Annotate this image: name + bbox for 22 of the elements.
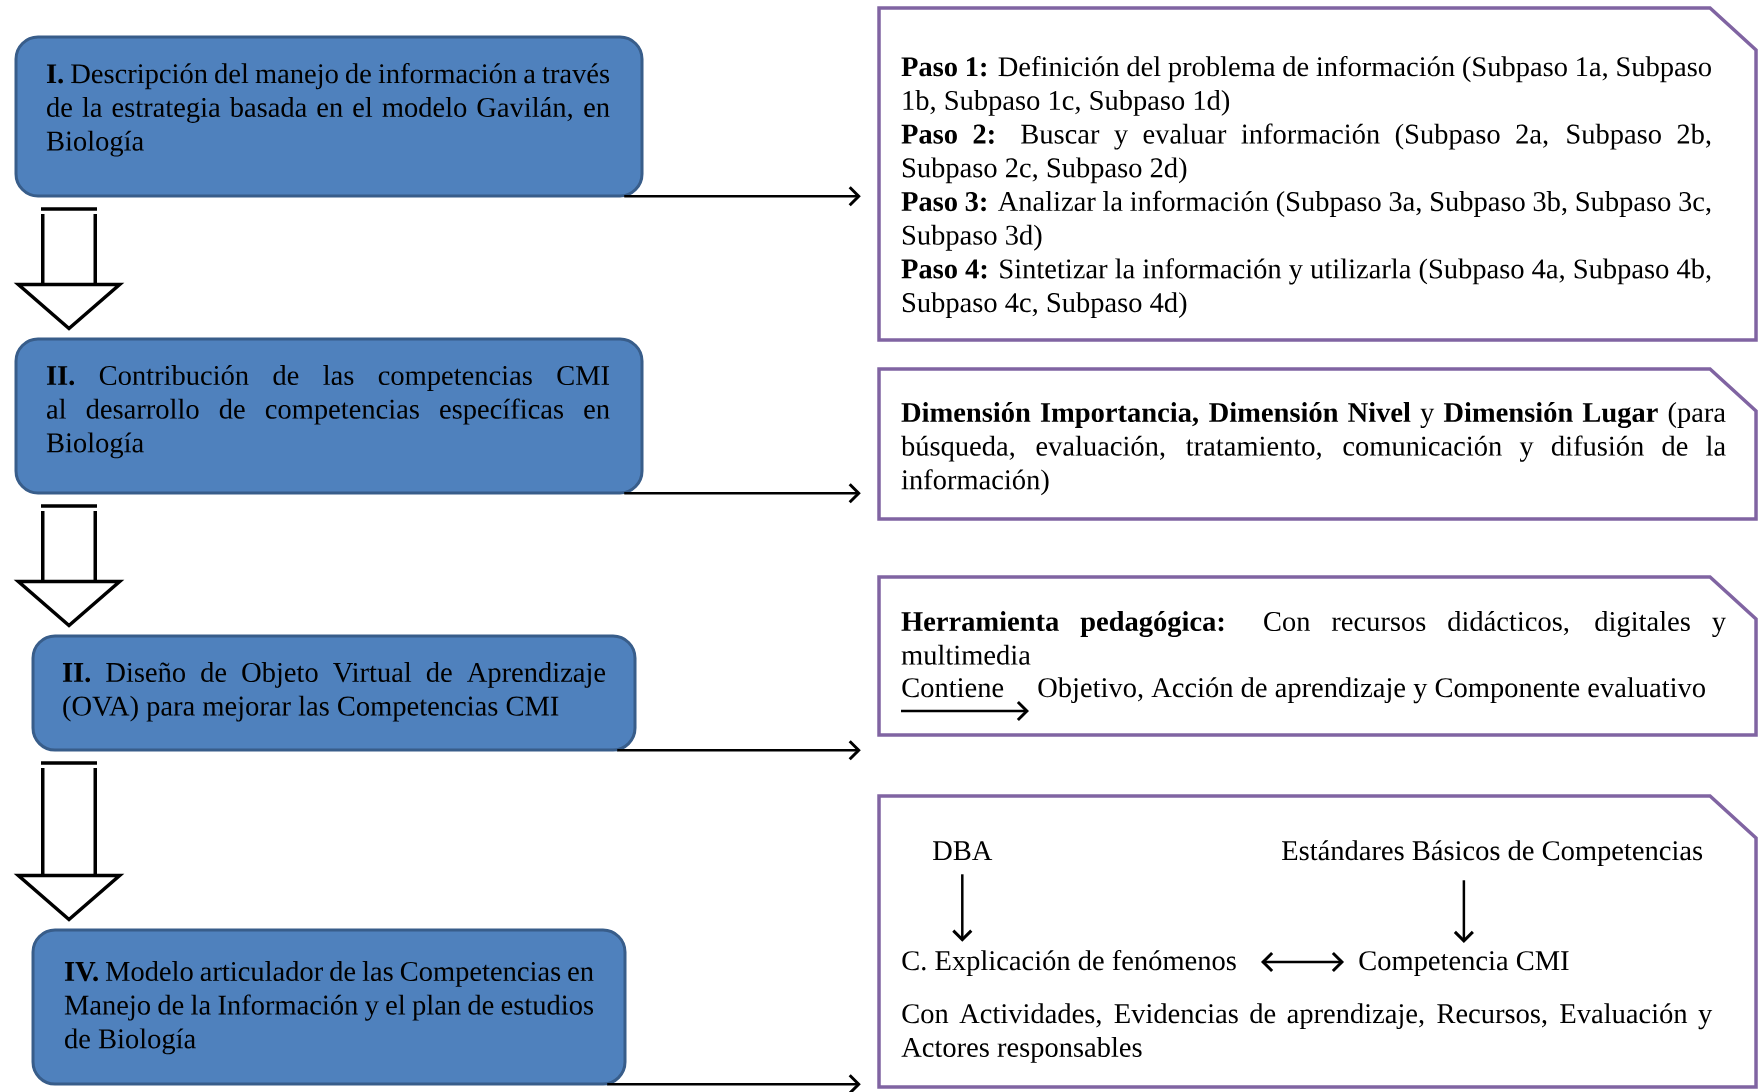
- label-text: DBA: [933, 841, 993, 861]
- arrow: [1261, 951, 1345, 973]
- arrow: [901, 700, 1029, 722]
- arrow: [624, 483, 861, 504]
- label-text: Con Actividades, Evidencias de aprendizaje, Recursos, Evaluación y Actores responsables: [901, 1003, 1713, 1063]
- info-box: Dimensión Importancia, Dimensión Nivel y Dimensión Lugar (para búsqueda, evaluación, tratamiento, comunicación y difusión de la información): [877, 367, 1758, 521]
- arrow: [1453, 880, 1474, 943]
- label-text: Objetivo, Acción de aprendizaje y Componente evaluativo: [1038, 677, 1705, 704]
- label-text: Contiene: [902, 678, 1004, 698]
- info-box: [877, 794, 1758, 1089]
- arrow: [952, 874, 973, 942]
- process-box: I. Descripción del manejo de información a través de la estrategia basada en el modelo Gavilán, en Biología: [14, 35, 644, 198]
- info-box: Paso 1: Definición del problema de información (Subpaso 1a, Subpaso 1b, Subpaso 1c, Subpaso 1d) Paso 2: Buscar y evaluar información (Subpaso 2a, Subpaso 2b, Subpaso 2c, Subpaso 2d) Paso 3: Analizar la información (Subpaso 3a, Subpaso 3b, Subpaso 3c, Subpaso 3d) Paso 4: Sintetizar la información y utilizarla (Subpaso 4a, Subpaso 4b, Subpaso 4c, Subpaso 4d): [877, 6, 1758, 342]
- label-text: Estándares Básicos de Competencias: [1282, 840, 1703, 867]
- process-box: II. Contribución de las competencias CMI al desarrollo de competencias específicas en Biología: [14, 337, 644, 495]
- arrow: [607, 1074, 861, 1092]
- process-box: IV. Modelo articulador de las Competencias en Manejo de la Información y el plan de estudios de Biología: [31, 928, 627, 1086]
- process-box: II. Diseño de Objeto Virtual de Aprendizaje (OVA) para mejorar las Competencias CMI: [31, 634, 637, 752]
- arrow: [624, 186, 861, 207]
- label-text: C. Explicación de fenómenos: [902, 949, 1236, 977]
- arrow: [617, 740, 861, 761]
- label-text: Competencia CMI: [1359, 951, 1569, 977]
